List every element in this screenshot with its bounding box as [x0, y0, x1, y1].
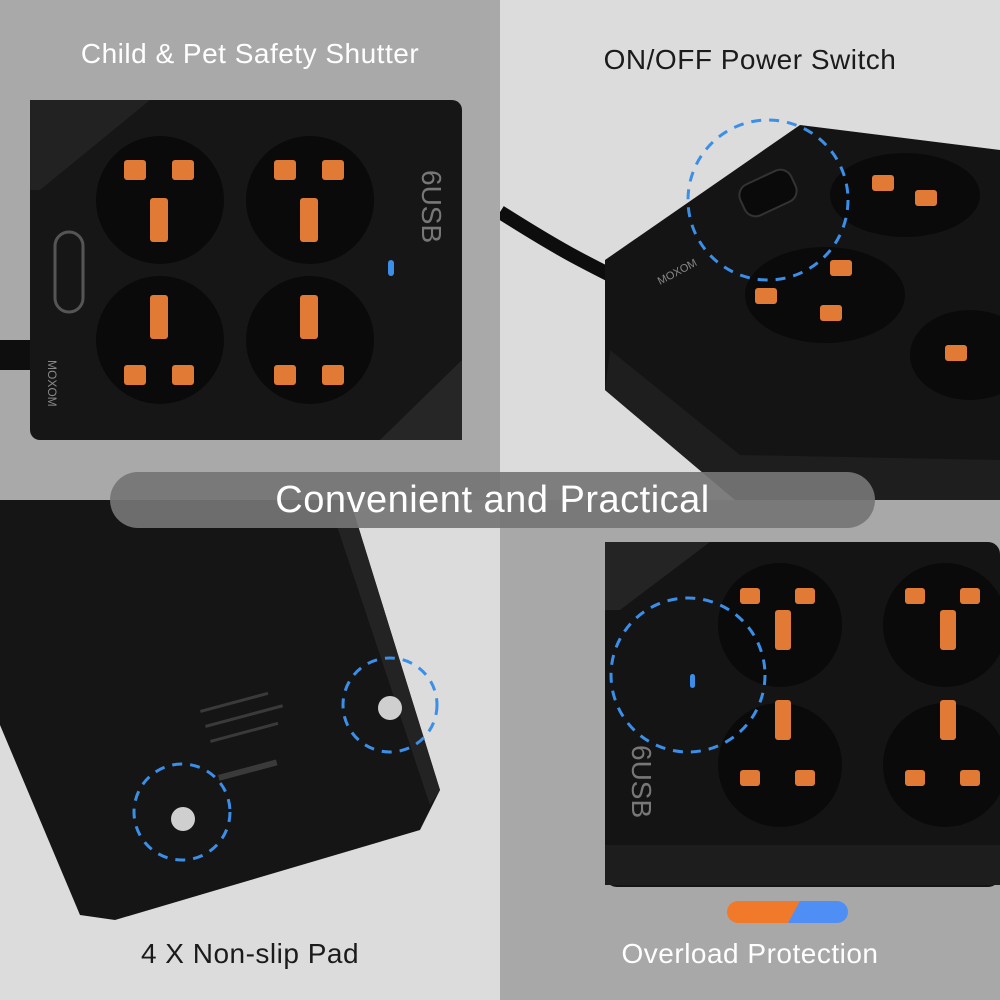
power-switch-photo: MOXOM: [500, 0, 1000, 500]
panel-non-slip-pad: [0, 500, 500, 1000]
usb-label: 6USB: [416, 170, 447, 243]
panel-power-switch: MOXOM ON/OFF Power Switch: [500, 0, 1000, 500]
brand-logo: MOXOM: [45, 360, 59, 407]
indicator-blue: [788, 901, 848, 923]
caption-power-switch: ON/OFF Power Switch: [603, 44, 897, 75]
highlight-circle-pad-2: [132, 762, 232, 862]
highlight-circle-indicator: [609, 596, 767, 754]
caption-non-slip-pad: 4 X Non-slip Pad: [140, 938, 360, 969]
indicator-orange: [727, 901, 803, 923]
caption-overload-protection: Overload Protection: [621, 938, 879, 969]
highlight-circle: [686, 118, 850, 282]
overload-protection-photo: 6USB: [500, 500, 1000, 1000]
banner-title: Convenient and Practical: [110, 472, 875, 528]
safety-shutter-photo: 6USB MOXOM: [0, 0, 500, 500]
panel-overload-protection: 6USB: [500, 500, 1000, 1000]
non-slip-pad-photo: [0, 500, 500, 1000]
panel-safety-shutter: 6USB MOXOM Child & Pet Safety Shutter: [0, 0, 500, 500]
caption-safety-shutter: Child & Pet Safety Shutter: [80, 38, 420, 69]
usb-label-bottom: 6USB: [626, 745, 657, 818]
highlight-circle-pad-1: [341, 656, 439, 754]
